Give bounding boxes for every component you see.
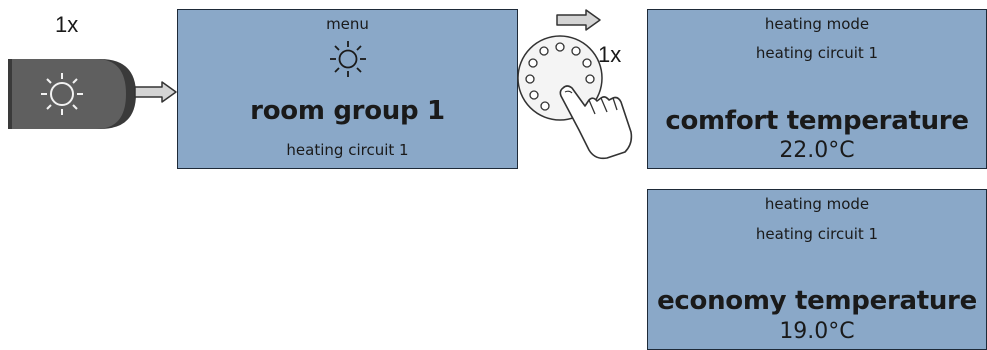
button-press-count: 1x	[55, 12, 79, 37]
screen-circuit-label: heating circuit 1	[755, 225, 879, 243]
screen-subtitle: heating circuit 1	[286, 141, 409, 159]
screen-mode-label: heating mode	[764, 195, 870, 213]
screen-heading: room group 1	[250, 96, 445, 126]
screen-heading: economy temperature	[657, 286, 977, 316]
knob-turn-count: 1x	[598, 42, 622, 67]
right-arrow-icon	[556, 9, 601, 31]
sun-icon	[41, 73, 83, 115]
screen-heading: comfort temperature	[665, 106, 969, 136]
screen-circuit-label: heating circuit 1	[755, 44, 879, 62]
temperature-value: 22.0°C	[779, 138, 855, 163]
display-screen-menu: menu room group 1 heating circuit 1	[177, 9, 518, 169]
display-screen-comfort: heating mode heating circuit 1 comfort t…	[647, 9, 987, 169]
temperature-value: 19.0°C	[779, 319, 855, 344]
screen-mode-label: heating mode	[764, 15, 870, 33]
rotary-knob-with-hand-icon[interactable]	[515, 30, 645, 160]
sun-button[interactable]	[0, 55, 140, 133]
display-screen-economy: heating mode heating circuit 1 economy t…	[647, 189, 987, 350]
right-arrow-icon	[134, 81, 177, 103]
sun-icon	[330, 41, 366, 77]
screen-title: menu	[326, 15, 369, 33]
